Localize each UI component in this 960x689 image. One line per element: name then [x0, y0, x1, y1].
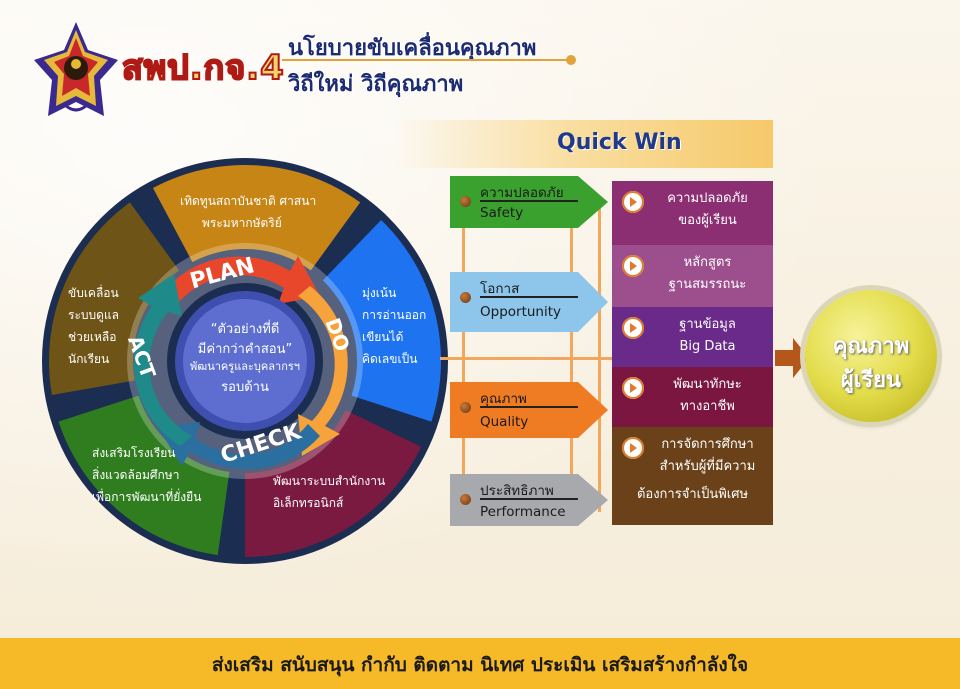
header-divider-dot: [566, 55, 576, 65]
quickwin-line: พัฒนาทักษะ: [673, 377, 742, 392]
pillar-opportunity-shape: [450, 272, 608, 332]
result-line1: คุณภาพ: [832, 334, 910, 359]
pillar-underline: [480, 406, 578, 408]
pillar-performance: ประสิทธิภาพ Performance: [450, 474, 608, 526]
bullet-dot: [460, 402, 471, 413]
connector-horizontal: [440, 357, 612, 360]
connector-left-vertical: [462, 222, 465, 512]
emblem-logo: [34, 22, 118, 116]
segment-environment-text: ส่งเสริมโรงเรียน สิ่งแวดล้อมศึกษา เพื่อก…: [92, 446, 202, 504]
pillar-quality-shape: [450, 382, 608, 438]
quickwin-student-safety: ความปลอดภัย ของผู้เรียน: [612, 181, 773, 245]
quickwin-competency-curriculum: หลักสูตร ฐานสมรรถนะ: [612, 245, 773, 307]
quickwin-line: สำหรับผู้ที่มีความ: [659, 459, 756, 474]
pillar-quality-en: Quality: [480, 414, 529, 430]
quickwin-big-data: ฐานข้อมูล Big Data: [612, 307, 773, 367]
segment-student-care-text: ขับเคลื่อน ระบบดูแล ช่วยเหลือ นักเรียน: [68, 286, 120, 366]
bullet-dot: [460, 196, 471, 207]
quickwin-line: ฐานข้อมูล: [679, 317, 736, 332]
headline-policy: นโยบายขับเคลื่อนคุณภาพ: [288, 36, 537, 61]
quickwin-line: ทางอาชีพ: [680, 399, 735, 414]
chevron-right-icon: [622, 255, 644, 277]
check-arrow: [158, 422, 320, 470]
quickwin-line: Big Data: [679, 339, 736, 354]
chevron-right-icon: [622, 317, 644, 339]
quickwin-line: ฐานสมรรถนะ: [668, 277, 747, 292]
pillar-performance-shape: [450, 474, 608, 526]
pillar-safety-th: ความปลอดภัย: [480, 185, 564, 201]
bullet-dot: [460, 494, 471, 505]
quickwin-line: ความปลอดภัย: [667, 191, 748, 206]
pillar-opportunity: โอกาส Opportunity: [450, 272, 608, 332]
footer-slogan: ส่งเสริม สนับสนุน กำกับ ติดตาม นิเทศ ประ…: [211, 654, 749, 676]
plan-arrow: [160, 256, 320, 308]
pillar-opportunity-th: โอกาส: [480, 281, 520, 297]
connector-right-vertical: [598, 200, 601, 512]
pillar-performance-en: Performance: [480, 504, 566, 520]
footer-bar: ส่งเสริม สนับสนุน กำกับ ติดตาม นิเทศ ประ…: [0, 638, 960, 689]
pillar-safety: ความปลอดภัย Safety: [450, 176, 608, 228]
headline-slogan: วิถีใหม่ วิถีคุณภาพ: [288, 72, 464, 97]
chevron-right-icon: [622, 191, 644, 213]
center-quote-line4: รอบด้าน: [221, 380, 269, 395]
result-circle: คุณภาพ ผู้เรียน: [805, 290, 937, 422]
quickwin-line: ต้องการจำเป็นพิเศษ: [636, 487, 749, 502]
brand-title: สพป.กจ.4: [121, 47, 285, 89]
policy-wheel: PLAN DO CHECK ACT “ตัวอย่างที่ดี มีค่ากว…: [42, 158, 448, 564]
act-arrow: [133, 274, 192, 446]
connector-mid-vertical: [570, 222, 573, 512]
quickwin-line: หลักสูตร: [683, 255, 732, 270]
arrow-right-icon: [775, 338, 809, 378]
pillar-safety-shape: [450, 176, 608, 228]
quickwin-line: การจัดการศึกษา: [661, 437, 754, 452]
wheel-segment-literacy: [322, 220, 441, 422]
chevron-right-icon: [622, 377, 644, 399]
do-arrow: [298, 286, 348, 456]
quick-win-title: Quick Win: [557, 130, 682, 155]
center-quote-line1: “ตัวอย่างที่ดี: [211, 320, 280, 337]
segment-literacy-text: มุ่งเน้น การอ่านออก เขียนได้ คิดเลขเป็น: [362, 286, 427, 366]
pillar-underline: [480, 296, 578, 298]
result-line2: ผู้เรียน: [840, 368, 902, 393]
pillar-quality: คุณภาพ Quality: [450, 382, 608, 438]
wheel-segment-eoffice: [245, 410, 422, 557]
wheel-segment-heritage: [152, 165, 361, 271]
pillar-quality-th: คุณภาพ: [480, 391, 527, 407]
header-divider: [282, 59, 568, 61]
pillar-safety-en: Safety: [480, 205, 524, 221]
pillar-underline: [480, 498, 578, 500]
quickwin-special-needs: การจัดการศึกษา สำหรับผู้ที่มีความ ต้องกา…: [612, 427, 773, 525]
bullet-dot: [460, 292, 471, 303]
pillar-performance-th: ประสิทธิภาพ: [480, 483, 554, 499]
quick-win-banner: [395, 120, 773, 168]
wheel-segment-environment: [58, 395, 230, 556]
pillar-opportunity-en: Opportunity: [480, 304, 562, 320]
center-quote-line3: พัฒนาครูและบุคลากรฯ: [190, 360, 300, 373]
wheel-segment-student-care: [49, 202, 180, 396]
quickwin-career-skills: พัฒนาทักษะ ทางอาชีพ: [612, 367, 773, 427]
pillar-underline: [480, 200, 578, 202]
segment-eoffice-text: พัฒนาระบบสำนักงาน อิเล็กทรอนิกส์: [273, 474, 386, 510]
center-quote-line2: มีค่ากว่าคำสอน”: [198, 341, 292, 357]
quickwin-line: ของผู้เรียน: [678, 213, 737, 228]
segment-heritage-text: เทิดทูนสถาบันชาติ ศาสนา พระมหากษัตริย์: [180, 194, 317, 230]
chevron-right-icon: [622, 437, 644, 459]
